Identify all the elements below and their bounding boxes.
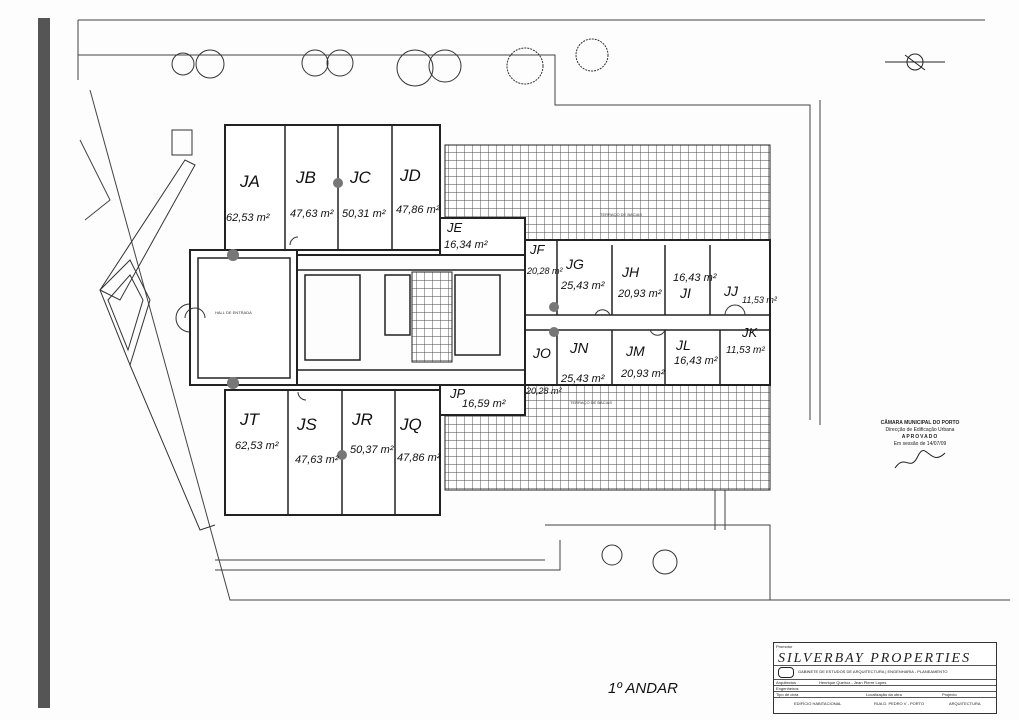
architects: Henrique Queiroz - Jean Pierre Lopes: [819, 680, 887, 685]
unit-label: JH: [622, 264, 640, 280]
unit-area: 62,53 m²: [235, 440, 279, 452]
columns: [227, 178, 559, 460]
unit-label: JM: [626, 343, 645, 359]
unit-label: JL: [676, 337, 691, 353]
stamp-line: CÂMARA MUNICIPAL DO PORTO: [880, 420, 960, 426]
approval-stamp: CÂMARA MUNICIPAL DO PORTO Direcção de Ed…: [870, 420, 970, 478]
room-label-terrace-top: TERRAÇO DE BACIAS: [600, 212, 643, 217]
stamp-line: Em sessão de 14/07/09: [893, 441, 947, 447]
unit-label: JT: [240, 410, 259, 429]
unit-label: JD: [400, 166, 421, 185]
promotor-label: Promotor: [776, 644, 793, 649]
unit-area: 47,86 m²: [397, 452, 441, 464]
project-value: ARQUITECTURA: [949, 701, 981, 706]
stamp-line: Direcção de Edificação Urbana: [885, 427, 955, 433]
unit-area: 47,63 m²: [295, 454, 339, 466]
title-block: Promotor SILVERBAY PROPERTIES GABINETE D…: [773, 642, 997, 714]
unit-label: JB: [296, 168, 316, 187]
unit-label: JG: [566, 256, 584, 272]
location-value: RUA D. PEDRO V - PORTO: [874, 701, 925, 706]
unit-area: 16,43 m²: [673, 272, 717, 284]
type-label: Tipo de obra: [776, 692, 799, 697]
unit-area: 50,37 m²: [350, 444, 394, 456]
unit-area: 20,93 m²: [618, 288, 662, 300]
stamp-line: APROVADO: [901, 434, 939, 440]
office-logo: [778, 667, 794, 678]
unit-area: 62,53 m²: [226, 212, 270, 224]
trees: [171, 38, 678, 575]
unit-label: JC: [350, 168, 371, 187]
site-boundary: [77, 19, 1010, 601]
floor-label: 1º ANDAR: [608, 680, 678, 697]
unit-label: JQ: [400, 415, 422, 434]
unit-area: 20,93 m²: [621, 368, 665, 380]
unit-area: 16,34 m²: [444, 239, 488, 251]
unit-label: JR: [352, 410, 373, 429]
north-arrow-icon: [885, 53, 945, 71]
unit-area: 47,86 m²: [396, 204, 440, 216]
building-walls: [189, 124, 771, 516]
type-value: EDIFÍCIO HABITACIONAL: [794, 701, 842, 706]
unit-label: JN: [570, 340, 589, 357]
unit-area: 11,53 m²: [742, 295, 777, 305]
unit-area: 20,28 m²: [527, 266, 563, 276]
unit-area: 47,63 m²: [290, 208, 334, 220]
unit-label: JA: [240, 172, 260, 191]
unit-area: 25,43 m²: [561, 373, 605, 385]
unit-label: JJ: [724, 283, 738, 299]
room-label-hall: HALL DE ENTRADA: [215, 310, 252, 315]
signature: [894, 449, 946, 469]
unit-label: JI: [680, 285, 691, 301]
door-swings: [184, 236, 746, 401]
unit-label: JS: [297, 415, 317, 434]
unit-label: JE: [447, 220, 463, 235]
engineers-label: Engenheiros: [776, 686, 799, 691]
unit-label: JF: [530, 242, 545, 257]
unit-area: 16,59 m²: [462, 398, 506, 410]
unit-area: 50,31 m²: [342, 208, 386, 220]
stair-core: [411, 271, 453, 363]
brand-name: SILVERBAY PROPERTIES: [778, 651, 972, 666]
unit-area: 20,28 m²: [526, 386, 562, 396]
unit-label: JO: [533, 345, 551, 361]
unit-area: 16,43 m²: [674, 355, 718, 367]
unit-area: 25,43 m²: [561, 280, 605, 292]
office-name: GABINETE DE ESTUDOS DE ARQUITECTURA | EN…: [798, 669, 948, 674]
project-label: Projecto: [942, 692, 957, 697]
unit-area: 11,53 m²: [726, 345, 765, 356]
scan-edge: [38, 18, 50, 708]
unit-label: JK: [742, 325, 758, 340]
partition-walls: [197, 125, 770, 515]
room-label-terrace-bottom: TERRAÇO DE BACIAS: [570, 400, 613, 405]
architects-label: Arquitectos: [776, 680, 797, 685]
location-label: Localização da obra: [866, 692, 902, 697]
unit-label: JP: [450, 386, 466, 401]
